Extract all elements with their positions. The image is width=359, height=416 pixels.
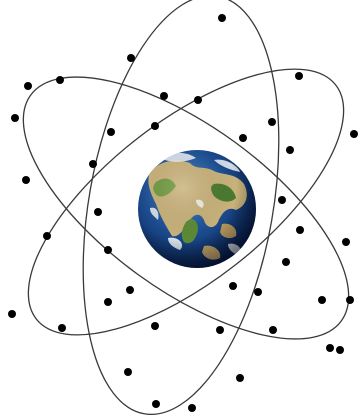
satellite-dot [229, 282, 237, 290]
satellite-dot [326, 344, 334, 352]
satellite-dot [268, 118, 276, 126]
satellite-dot [216, 326, 224, 334]
satellite-dot [296, 226, 304, 234]
satellite-dot [127, 54, 135, 62]
satellite-dot [350, 130, 358, 138]
satellite-dot [269, 326, 277, 334]
satellite-dot [318, 296, 326, 304]
satellite-dot [336, 346, 344, 354]
satellite-dot [8, 310, 16, 318]
satellite-dot [56, 76, 64, 84]
satellite-dot [152, 400, 160, 408]
satellite-dot [89, 160, 97, 168]
satellite-dot [278, 196, 286, 204]
globe-shading [138, 150, 256, 268]
earth-globe [138, 150, 256, 268]
satellite-dot [94, 208, 102, 216]
satellite-dot [151, 122, 159, 130]
satellite-dot [58, 324, 66, 332]
satellite-dot [104, 246, 112, 254]
satellite-dot [24, 82, 32, 90]
satellite-dot [188, 404, 196, 412]
satellite-dot [160, 92, 168, 100]
satellite-dot [346, 296, 354, 304]
satellite-dot [295, 72, 303, 80]
satellite-dot [124, 368, 132, 376]
satellite-dot [104, 298, 112, 306]
satellite-dot [286, 146, 294, 154]
satellite-dot [151, 322, 159, 330]
satellite-dot [282, 258, 290, 266]
satellite-dot [11, 114, 19, 122]
satellite-dot [107, 128, 115, 136]
satellite-dot [43, 232, 51, 240]
satellite-dot [239, 134, 247, 142]
satellite-dot [254, 288, 262, 296]
satellite-dot [22, 176, 30, 184]
satellite-dot [342, 238, 350, 246]
satellite-dot [236, 374, 244, 382]
satellite-dot [218, 14, 226, 22]
satellite-dot [194, 96, 202, 104]
satellite-dot [126, 286, 134, 294]
